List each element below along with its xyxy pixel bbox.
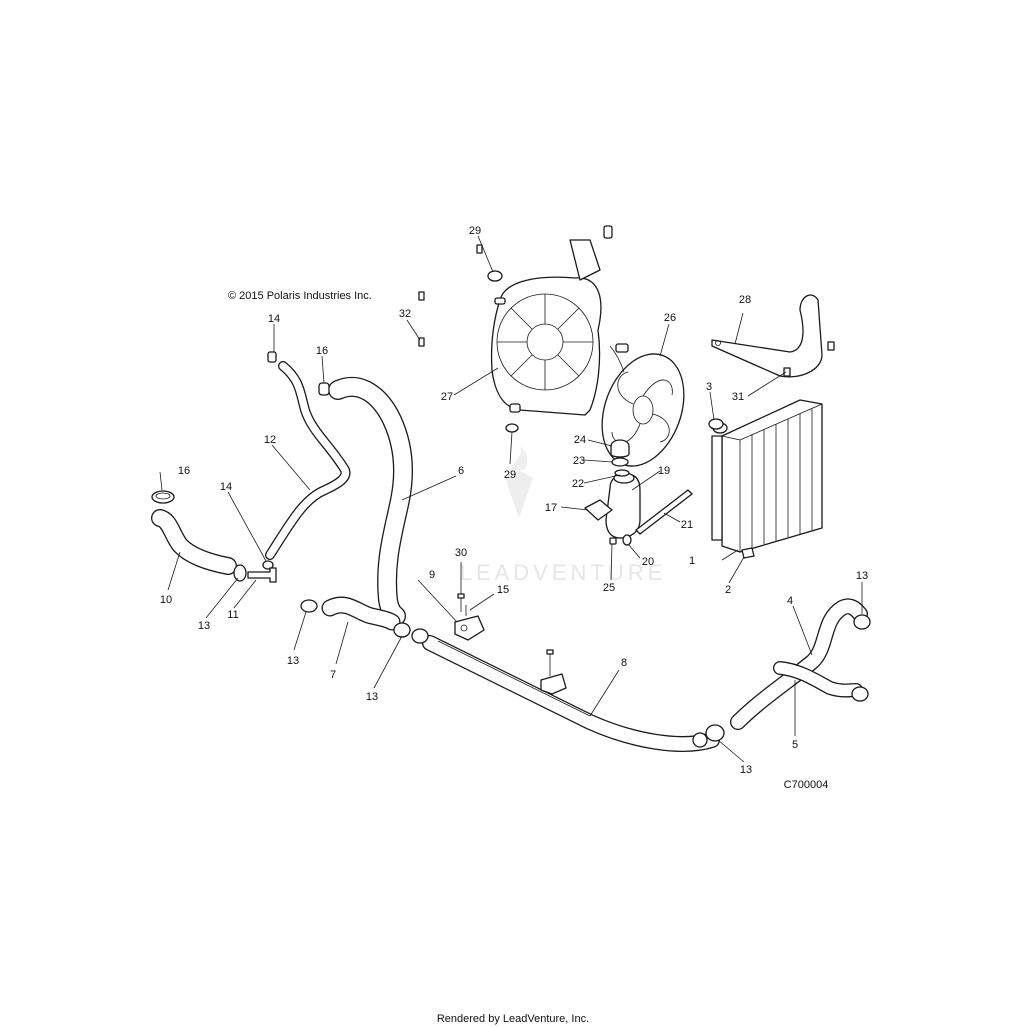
callout-24[interactable]: 24 — [574, 434, 586, 446]
bracket-17[interactable] — [584, 499, 613, 521]
radiator-cap-3[interactable] — [708, 418, 724, 430]
callout-12[interactable]: 12 — [264, 434, 276, 446]
callout-30[interactable]: 30 — [455, 547, 467, 559]
callout-25[interactable]: 25 — [603, 582, 615, 594]
callout-26[interactable]: 26 — [664, 312, 676, 324]
bolt-30[interactable] — [457, 593, 465, 612]
callout-16-top[interactable]: 16 — [316, 345, 328, 357]
pipe-8[interactable] — [422, 635, 720, 752]
hose-4[interactable] — [730, 598, 868, 730]
callout-13-center[interactable]: 13 — [366, 691, 378, 703]
clamp-13-right[interactable] — [851, 614, 871, 702]
callout-15[interactable]: 15 — [497, 584, 509, 596]
fitting-20[interactable] — [622, 534, 632, 546]
callout-21[interactable]: 21 — [681, 519, 693, 531]
callout-11[interactable]: 11 — [227, 609, 238, 621]
footer-credit: Rendered by LeadVenture, Inc. — [437, 1013, 589, 1025]
callout-23[interactable]: 23 — [573, 455, 585, 467]
copyright-text: © 2015 Polaris Industries Inc. — [228, 290, 372, 302]
clamp-14-mid[interactable] — [262, 560, 274, 570]
callout-19[interactable]: 19 — [658, 465, 670, 477]
leader-lines — [159, 235, 863, 763]
seal-22[interactable] — [614, 469, 630, 477]
hose-7[interactable] — [321, 596, 401, 631]
callout-13-right[interactable]: 13 — [856, 570, 868, 582]
callout-32[interactable]: 32 — [399, 308, 411, 320]
clamp-16-left[interactable] — [151, 490, 175, 504]
callout-20[interactable]: 20 — [642, 556, 654, 568]
bracket-28[interactable] — [711, 294, 835, 378]
clamp-13-center[interactable] — [393, 622, 429, 644]
diagram-code: C700004 — [784, 779, 829, 791]
tube-21[interactable] — [635, 489, 693, 535]
callout-22[interactable]: 22 — [572, 478, 584, 490]
callout-4[interactable]: 4 — [787, 595, 793, 607]
clamp-16-top[interactable] — [318, 382, 330, 396]
fan-26[interactable] — [587, 343, 698, 478]
bracket-9[interactable] — [454, 615, 485, 641]
callout-labels: 14 16 12 16 14 10 13 11 6 13 7 13 9 30 1… — [160, 225, 868, 776]
callout-13-left[interactable]: 13 — [198, 620, 210, 632]
grommet-29-bottom[interactable] — [505, 423, 519, 433]
hose-6[interactable] — [328, 376, 414, 626]
callout-16-left[interactable]: 16 — [178, 465, 190, 477]
callout-14-top[interactable]: 14 — [268, 313, 280, 325]
screw-32[interactable] — [418, 244, 483, 347]
callout-13-mid[interactable]: 13 — [287, 655, 299, 667]
callout-13-bottom[interactable]: 13 — [740, 764, 752, 776]
clamp-13-mid[interactable] — [300, 599, 318, 613]
callout-14-mid[interactable]: 14 — [220, 481, 232, 493]
tee-fitting-11[interactable] — [247, 567, 277, 583]
callout-31[interactable]: 31 — [732, 391, 744, 403]
callout-10[interactable]: 10 — [160, 594, 172, 606]
watermark-text: LEADVENTURE — [460, 560, 667, 585]
grommet-29-top[interactable] — [487, 270, 503, 282]
callout-27[interactable]: 27 — [441, 391, 453, 403]
reservoir-19[interactable] — [605, 472, 641, 539]
callout-9[interactable]: 9 — [429, 569, 435, 581]
hose-12[interactable] — [265, 361, 351, 560]
bracket-8-mount[interactable] — [540, 649, 567, 695]
callout-5[interactable]: 5 — [792, 739, 798, 751]
clamp-13-left[interactable] — [233, 564, 247, 582]
cap-24[interactable] — [610, 439, 630, 458]
callout-6[interactable]: 6 — [458, 465, 464, 477]
callout-29-top[interactable]: 29 — [469, 225, 481, 237]
callout-17[interactable]: 17 — [545, 502, 557, 514]
callout-3[interactable]: 3 — [706, 381, 712, 393]
callout-2[interactable]: 2 — [725, 584, 731, 596]
clamp-14-top[interactable] — [267, 351, 277, 363]
callout-1[interactable]: 1 — [689, 555, 695, 567]
callout-29-bottom[interactable]: 29 — [504, 469, 516, 481]
clip-25[interactable] — [609, 537, 617, 545]
callout-7[interactable]: 7 — [330, 669, 336, 681]
seal-23[interactable] — [611, 457, 629, 467]
hose-10[interactable] — [151, 509, 237, 575]
radiator-1[interactable] — [711, 399, 823, 553]
fitting-2[interactable] — [741, 547, 755, 559]
clamp-13-bottom[interactable] — [692, 724, 725, 748]
callout-8[interactable]: 8 — [621, 657, 627, 669]
leadventure-watermark: LEADVENTURE — [460, 446, 667, 585]
callout-28[interactable]: 28 — [739, 294, 751, 306]
hose-5[interactable] — [773, 661, 863, 698]
fan-shroud-27[interactable] — [490, 225, 613, 416]
